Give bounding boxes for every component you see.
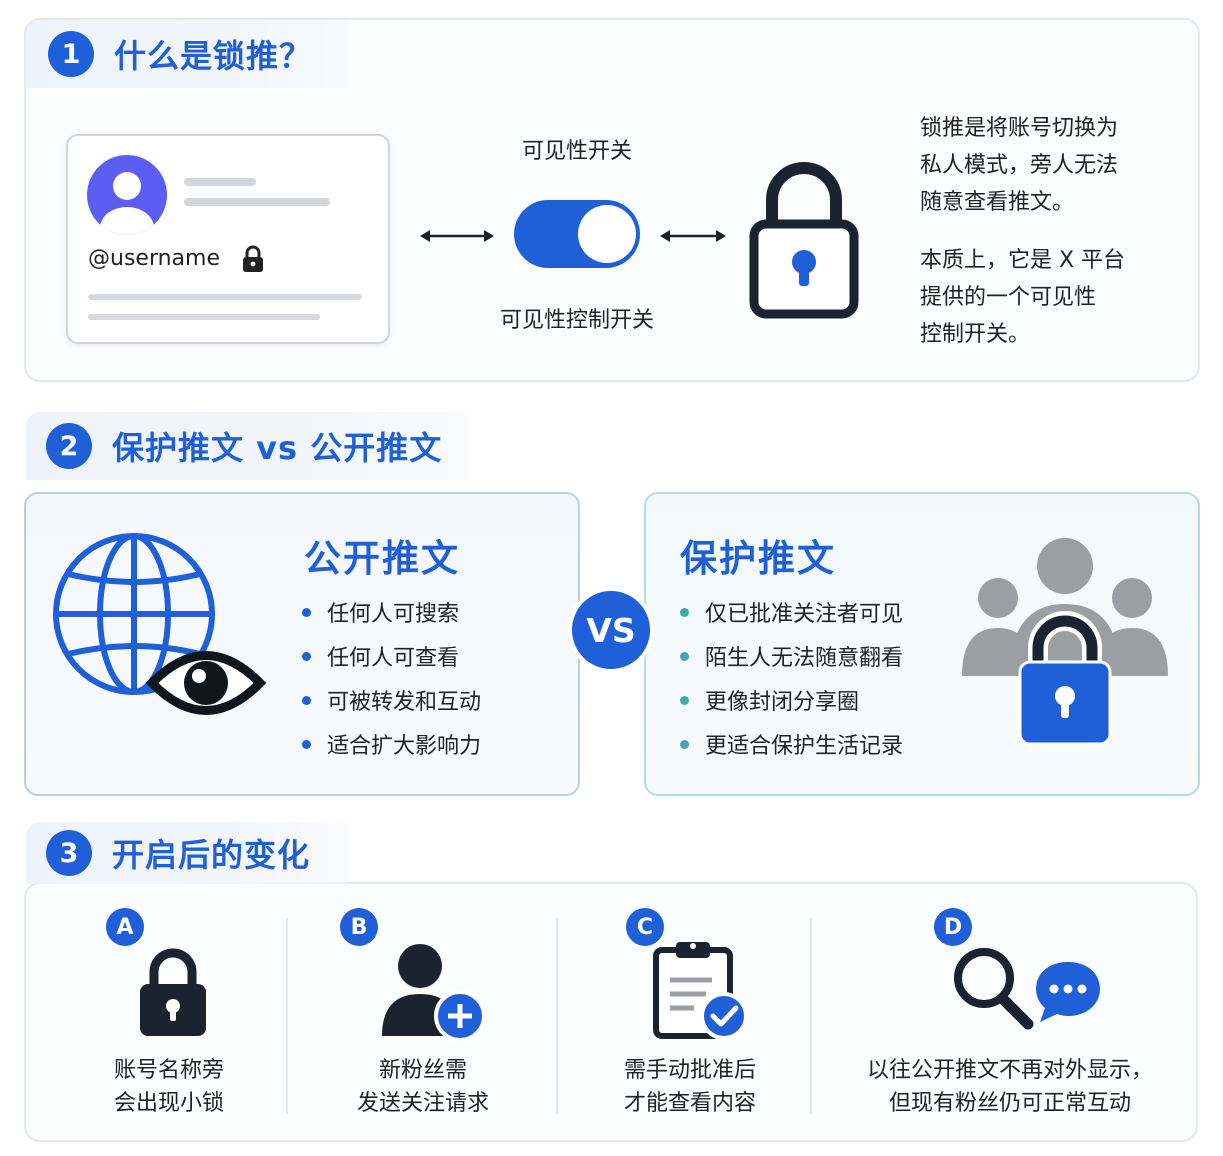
public-title: 公开推文 [304,537,460,580]
change-text: 以往公开推文不再对外显示， 但现有粉丝仍可正常互动 [866,1058,1153,1116]
list-item: 更像封闭分享圈 [680,678,903,722]
section-title: 开启后的变化 [112,836,311,874]
chat-bubble-icon [1036,962,1100,1022]
toggle-knob [578,205,636,263]
divider [810,918,812,1114]
small-lock-icon [243,245,263,272]
section-2-header: 2 保护推文 vs 公开推文 [26,412,468,480]
section-title: 保护推文 vs 公开推文 [112,429,443,467]
eye-icon [146,651,266,715]
placeholder-line [88,314,320,320]
globe-icon [53,533,215,695]
lock-icon [140,948,206,1036]
group-lock-icon [962,538,1168,746]
protected-feature-list: 仅已批准关注者可见 陌生人无法随意翻看 更像封闭分享圈 更适合保护生活记录 [680,590,903,766]
profile-card: @username [66,134,390,344]
section-number: 2 [46,423,92,469]
protected-title: 保护推文 [680,537,836,580]
switch-caption: 可见性控制开关 [499,308,654,333]
clipboard-check-icon [653,942,748,1040]
username: @username [88,246,220,271]
section-number: 1 [48,31,94,77]
change-letter: A [106,908,144,946]
section-3-header: 3 开启后的变化 [26,822,348,884]
change-text: 新粉丝需 发送关注请求 [356,1058,489,1116]
vs-badge: VS [568,587,654,673]
public-feature-list: 任何人可搜索 任何人可查看 可被转发和互动 适合扩大影响力 [302,590,481,766]
change-letter: C [626,908,664,946]
list-item: 任何人可查看 [302,634,481,678]
placeholder-line [88,294,362,300]
list-item: 更适合保护生活记录 [680,722,903,766]
avatar [87,155,167,235]
list-item: 任何人可搜索 [302,590,481,634]
list-item: 仅已批准关注者可见 [680,590,903,634]
padlock-icon [749,162,859,319]
search-icon [954,948,1034,1030]
section-1-header: 1 什么是锁推？ [26,20,348,88]
list-item: 适合扩大影响力 [302,722,481,766]
placeholder-line [184,178,256,186]
lock-essence: 本质上，它是 X 平台 提供的一个可见性 控制开关。 [920,248,1126,347]
double-arrow-icon [660,230,726,242]
switch-label: 可见性开关 [521,139,632,164]
list-item: 可被转发和互动 [302,678,481,722]
user-add-icon [382,944,486,1042]
section-number: 3 [46,830,92,876]
divider [556,918,558,1114]
section-title: 什么是锁推？ [114,37,313,75]
double-arrow-icon [420,230,494,242]
divider [286,918,288,1114]
placeholder-line [184,198,330,206]
list-item: 陌生人无法随意翻看 [680,634,903,678]
change-letter: B [340,908,378,946]
section-changes [24,882,1198,1142]
lock-definition: 锁推是将账号切换为 私人模式，旁人无法 随意查看推文。 [920,116,1119,215]
change-text: 需手动批准后 才能查看内容 [623,1058,756,1116]
change-text: 账号名称旁 会出现小锁 [113,1058,224,1116]
visibility-toggle[interactable] [514,200,640,268]
change-letter: D [934,908,972,946]
